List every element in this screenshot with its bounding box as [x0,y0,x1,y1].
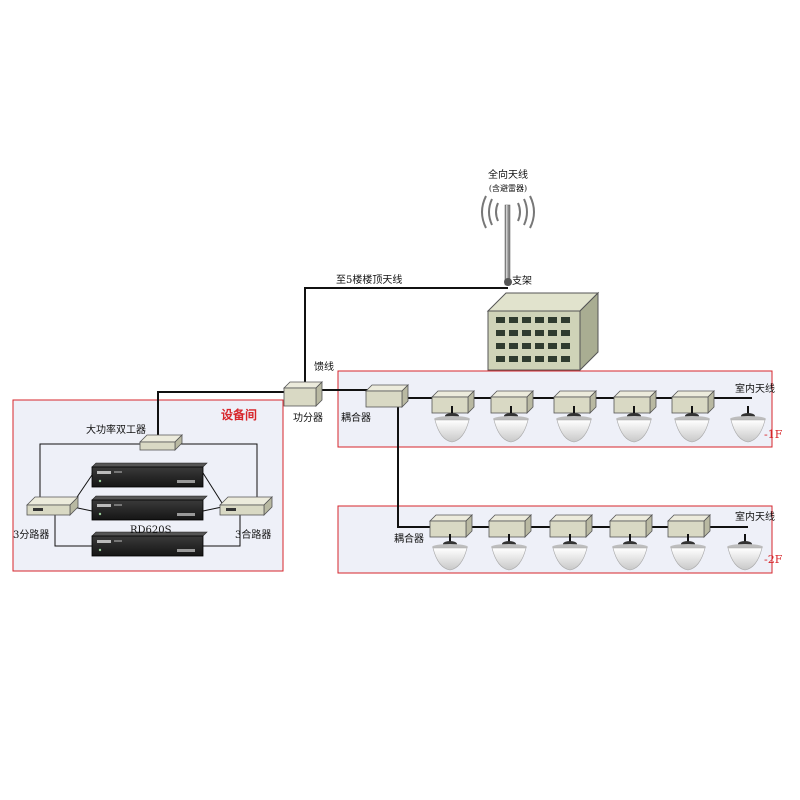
omni-antenna [504,204,512,286]
floor-2f-coupler-box [667,514,711,538]
radio-waves-icon [481,195,535,229]
omni-antenna-label: 全向天线 [488,168,528,181]
floor-1f-ceiling-antenna-icon [556,406,592,443]
floor-1f-ceiling-antenna-icon [674,406,710,443]
floor-1f-coupler-box [553,390,597,414]
repeater-racks [91,462,208,557]
feeder-label: 馈线 [314,360,334,373]
splitter3-label: 3分路器 [13,528,49,541]
floor-2f-ceiling-antenna-icon [491,534,527,571]
bracket-label: 支架 [512,275,532,287]
duplexer-label: 大功率双工器 [86,423,146,436]
floor-2f-coupler-box [549,514,593,538]
indoor-antenna-2f-label: 室内天线 [735,510,775,523]
floor-1f-coupler-box [490,390,534,414]
floor-1f-label: -1F [764,428,783,441]
floor-2f-coupler-box [488,514,532,538]
indoor-antenna-1f-label: 室内天线 [735,382,775,395]
repeater-rack-device [91,495,208,521]
floor-2f-label: -2F [764,553,783,566]
combiner3-device [219,496,273,516]
floor-2f-coupler-box [429,514,473,538]
power-splitter-device [283,381,323,407]
repeater-model-label: RD620S [130,525,172,536]
floor-2f-ceiling-antenna-icon [552,534,588,571]
building-icon [486,291,600,372]
duplexer-device [139,434,183,451]
floor-1f-coupler-box [671,390,715,414]
to-roof-label: 至5楼楼顶天线 [336,273,402,286]
floor-2f-ceiling-antenna-icon [432,534,468,571]
floor-1f-ceiling-antenna-icon [493,406,529,443]
floor-1f-coupler-box [613,390,657,414]
power-splitter-label: 功分器 [293,412,323,424]
floor-1f-devices [431,390,766,443]
floor-2f-ceiling-antenna-icon [670,534,706,571]
floor-2f-ceiling-antenna-icon [612,534,648,571]
equipment-room-label: 设备间 [221,407,257,422]
floor-2f-devices [429,514,763,571]
omni-antenna-sublabel: (含避雷器) [489,183,527,193]
coupler-2f-label: 耦合器 [394,532,424,545]
floor-1f-coupler-box [431,390,475,414]
repeater-rack-device [91,462,208,488]
floor-2f-ceiling-antenna-icon [727,534,763,571]
splitter3-device [26,496,79,516]
floor-1f-ceiling-antenna-icon [616,406,652,443]
coupler-1f-label: 耦合器 [341,411,371,424]
repeater-rack-device [91,531,208,557]
floor-2f-coupler-box [609,514,653,538]
coupler-1f-device [365,384,409,408]
floor-1f-ceiling-antenna-icon [730,406,766,443]
floor-1f-ceiling-antenna-icon [434,406,470,443]
combiner3-label: 3合路器 [235,528,271,541]
